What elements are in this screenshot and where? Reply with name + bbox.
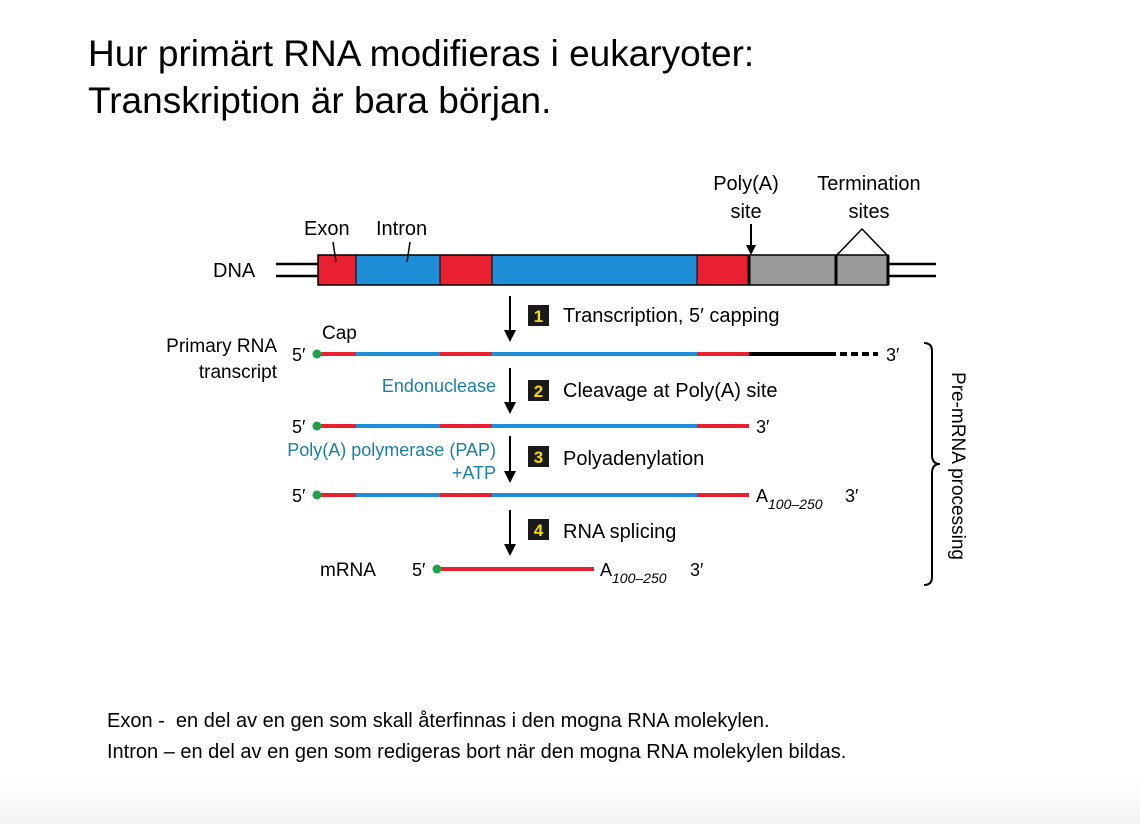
pap-label-line1: Poly(A) polymerase (PAP) [287,440,496,460]
exon-label: Exon [304,218,350,240]
step-3: 3 Polyadenylation [528,446,704,470]
mrna-5prime: 5′ [412,560,426,580]
polya-site-arrowhead [746,245,756,255]
primary-rna-cap [312,349,322,359]
mrna-polya-tail: A100–250 [600,560,667,586]
primary-rna-label-line2: transcript [199,362,278,383]
primary-rna-5prime: 5′ [292,345,306,365]
primary-rna-label-line1: Primary RNA [166,336,277,357]
mrna-tail-a: A [600,560,612,580]
intron-definition: Intron – en del av en gen som redigeras … [107,741,847,763]
pap-label-line2: +ATP [452,463,496,483]
polya-tail-a: A [756,486,768,506]
step-3-label: Polyadenylation [563,448,704,470]
intron-pointer [406,241,411,263]
polyadenylated-rna-5prime: 5′ [292,486,306,506]
step-2: 2 Cleavage at Poly(A) site [528,380,778,402]
dna-exon-1 [318,255,356,285]
cleaved-rna-5prime: 5′ [292,417,306,437]
polyadenylated-rna-3prime: 3′ [845,486,859,506]
polyadenylated-rna-polya-tail: A100–250 [756,486,823,512]
dna-label: DNA [213,260,256,282]
dna-downstream-region [749,255,888,285]
polya-site-label-line2: site [730,201,761,223]
title-line-1: Hur primärt RNA modifieras i eukaryoter: [88,33,755,74]
polya-site-label-line1: Poly(A) [713,173,779,195]
step-2-label: Cleavage at Poly(A) site [563,380,778,402]
termination-bracket [835,227,889,257]
termination-label-line1: Termination [817,173,920,195]
step-arrows [504,296,516,556]
cleaved-rna-cap [312,421,322,431]
slide-title: Hur primärt RNA modifieras i eukaryoter:… [88,30,754,124]
title-line-2: Transkription är bara början. [88,80,552,121]
polyadenylated-rna-cap [312,490,322,500]
dna-exon-3 [697,255,749,285]
endonuclease-label: Endonuclease [382,376,496,396]
step-1-number: 1 [534,307,543,326]
intron-label: Intron [376,218,427,240]
exon-definition: Exon - en del av en gen som skall återfi… [107,710,770,732]
step-1: 1 Transcription, 5′ capping [528,305,779,327]
pre-mrna-processing-label: Pre-mRNA processing [947,372,968,560]
mrna-3prime: 3′ [690,560,704,580]
step-4: 4 RNA splicing [528,519,676,543]
step-3-number: 3 [534,448,543,467]
cleaved-rna-3prime: 3′ [756,417,770,437]
termination-label-line2: sites [848,201,889,223]
cap-label: Cap [322,323,357,344]
primary-rna-3prime: 3′ [886,345,900,365]
slide-bottom-fade [0,780,1140,824]
polya-tail-length: 100–250 [768,496,823,512]
step-4-label: RNA splicing [563,521,676,543]
mrna-cap [432,564,442,574]
dna-intron-1 [356,255,440,285]
step-1-label: Transcription, 5′ capping [563,305,779,327]
exon-pointer [332,241,337,263]
definitions: Exon - en del av en gen som skall återfi… [107,706,846,768]
dna-intron-2 [492,255,697,285]
pre-mrna-brace [923,342,941,586]
dna-gene [276,254,936,286]
step-2-number: 2 [534,382,543,401]
mrna-label: mRNA [320,560,376,581]
dna-exon-2 [440,255,492,285]
mrna-tail-length: 100–250 [612,570,667,586]
step-4-number: 4 [534,521,544,540]
